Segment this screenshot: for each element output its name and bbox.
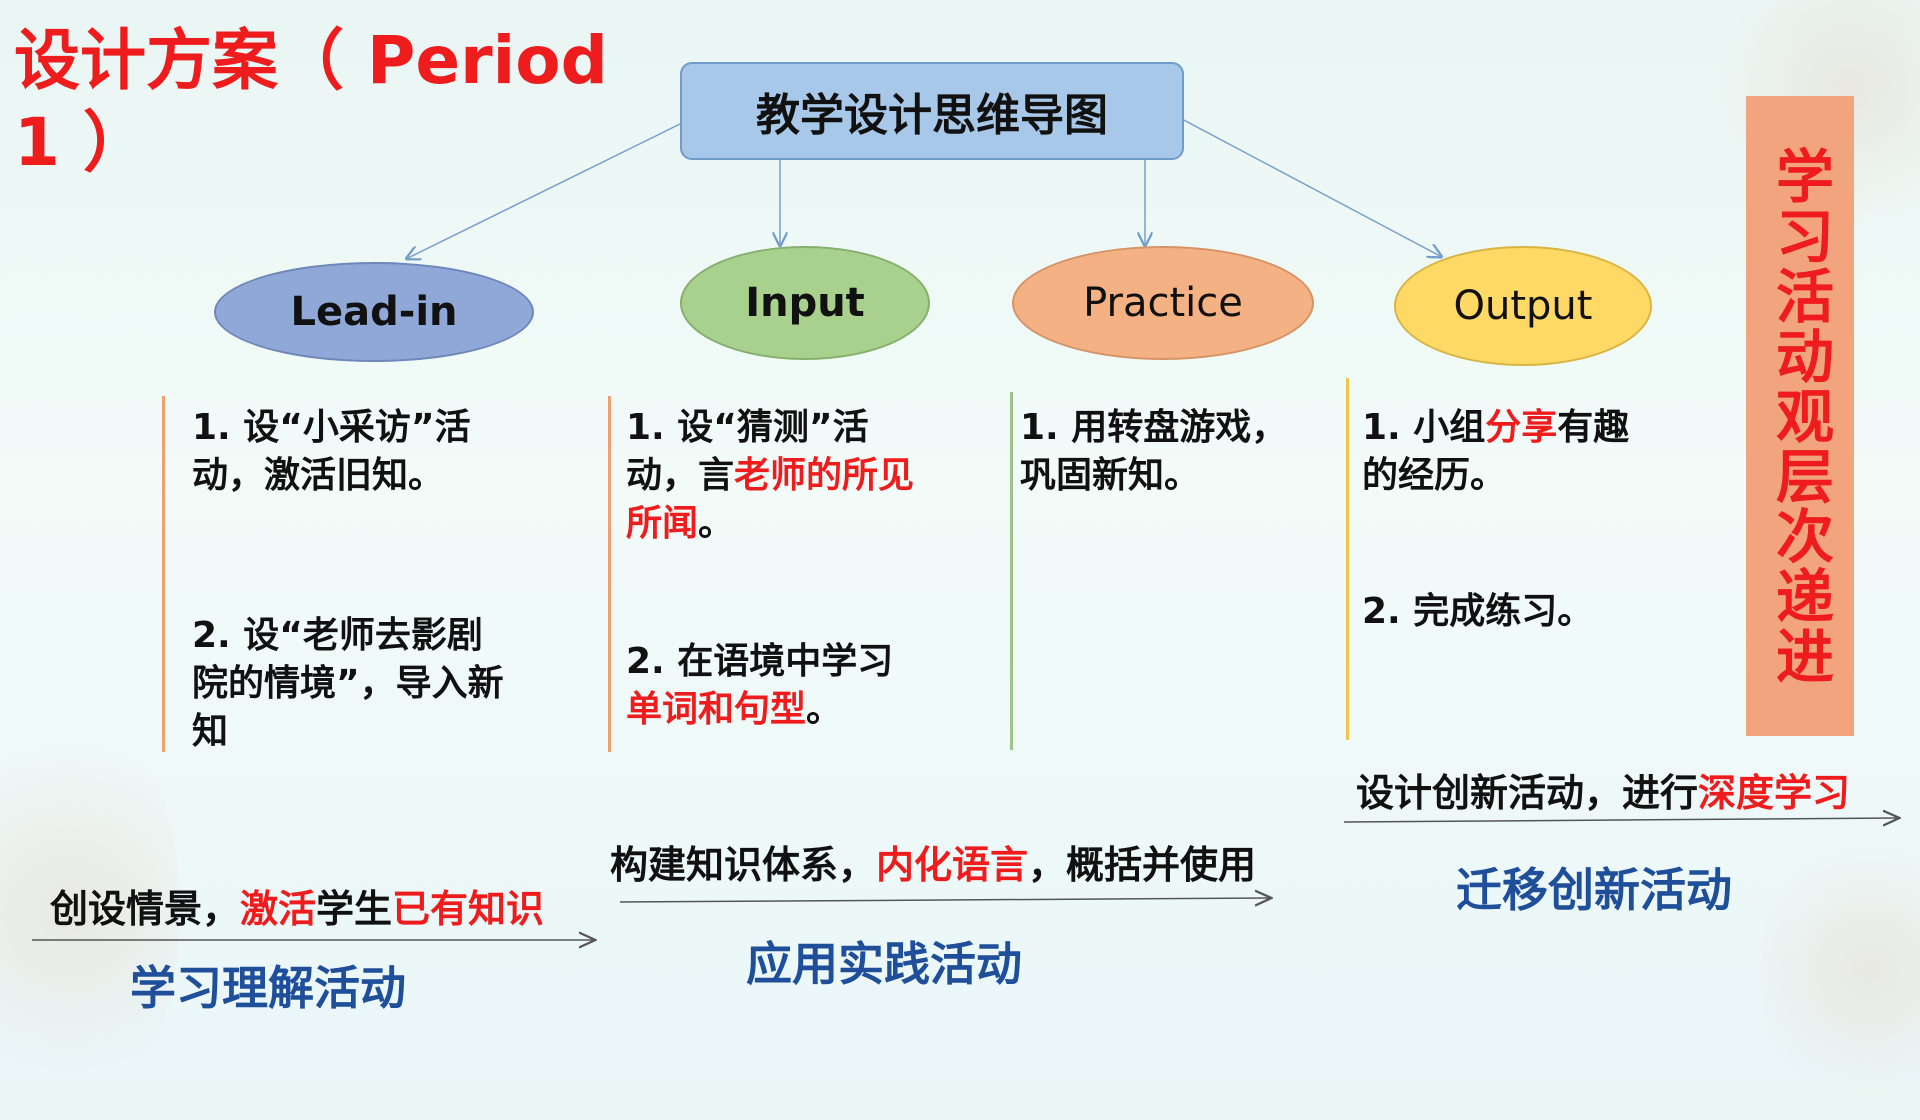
side-banner: 学习活动观层次递进 xyxy=(1746,96,1854,736)
column-divider xyxy=(1346,378,1349,740)
node-output: Output xyxy=(1394,246,1652,366)
band-arrow-3 xyxy=(1343,818,1898,822)
side-banner-label: 学习活动观层次递进 xyxy=(1766,146,1834,686)
connector-output xyxy=(1179,117,1440,256)
band-2-text: 构建知识体系，内化语言，概括并使用 xyxy=(610,843,1257,887)
column-divider xyxy=(162,396,165,752)
node-leadin: Lead-in xyxy=(214,262,534,362)
page-title: 设计方案（ Period 1 ） xyxy=(14,22,608,181)
connector-lines xyxy=(32,117,1920,1080)
band-3-text: 设计创新活动，进行深度学习 xyxy=(1356,771,1851,815)
practice-step-1: 1. 用转盘游戏，巩固新知。 xyxy=(1020,407,1288,496)
column-divider xyxy=(608,396,611,752)
output-step-1: 1. 小组分享有趣的经历。 xyxy=(1362,407,1630,496)
connector-leadin xyxy=(408,123,681,258)
column-divider xyxy=(1010,392,1013,750)
band-3-label: 迁移创新活动 xyxy=(1456,863,1732,917)
band-arrow-2 xyxy=(619,898,1270,902)
input-step-2: 2. 在语境中学习单词和句型。 xyxy=(626,641,894,730)
leadin-step-1: 1. 设“小采访”活动，激活旧知。 xyxy=(192,407,471,496)
band-2-label: 应用实践活动 xyxy=(746,937,1022,991)
node-input: Input xyxy=(680,246,930,360)
input-step-1: 1. 设“猜测”活动，言老师的所见所闻。 xyxy=(626,407,915,544)
band-1-label: 学习理解活动 xyxy=(130,961,406,1015)
blossom-decoration xyxy=(0,700,180,1120)
output-step-2: 2. 完成练习。 xyxy=(1362,591,1594,632)
leadin-step-2: 2. 设“老师去影剧院的情境”，导入新知 xyxy=(192,615,504,752)
band-1-text: 创设情景，激活学生已有知识 xyxy=(50,887,545,931)
node-practice: Practice xyxy=(1012,246,1314,360)
mindmap-root: 教学设计思维导图 xyxy=(680,62,1184,160)
